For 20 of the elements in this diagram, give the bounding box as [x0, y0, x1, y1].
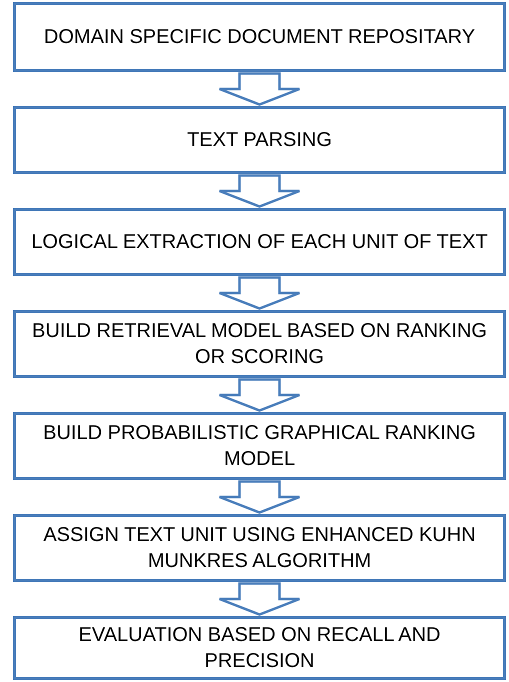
step-text: ASSIGN TEXT UNIT USING ENHANCED KUHN MUNKRES ALGORITHM	[42, 523, 477, 574]
process-box	[13, 2, 506, 72]
process-box	[13, 412, 506, 480]
block-arrow	[218, 582, 301, 616]
process-box	[13, 514, 506, 582]
step-text: DOMAIN SPECIFIC DOCUMENT REPOSITARY	[44, 25, 476, 50]
step-text: EVALUATION BASED ON RECALL AND PRECISION	[78, 623, 442, 674]
block-arrow	[218, 276, 301, 310]
process-box	[13, 616, 506, 680]
process-box	[13, 310, 506, 378]
step-text: BUILD PROBABILISTIC GRAPHICAL RANKING MODEL	[42, 421, 477, 472]
block-arrow	[218, 378, 301, 412]
step-text: LOGICAL EXTRACTION OF EACH UNIT OF TEXT	[31, 230, 488, 255]
process-box	[13, 208, 506, 276]
block-arrow	[218, 174, 301, 208]
process-box	[13, 106, 506, 174]
step-text: BUILD RETRIEVAL MODEL BASED ON RANKING OR SCORING	[31, 319, 488, 370]
step-text: TEXT PARSING	[187, 128, 332, 153]
block-arrow	[218, 480, 301, 514]
block-arrow	[218, 72, 301, 106]
